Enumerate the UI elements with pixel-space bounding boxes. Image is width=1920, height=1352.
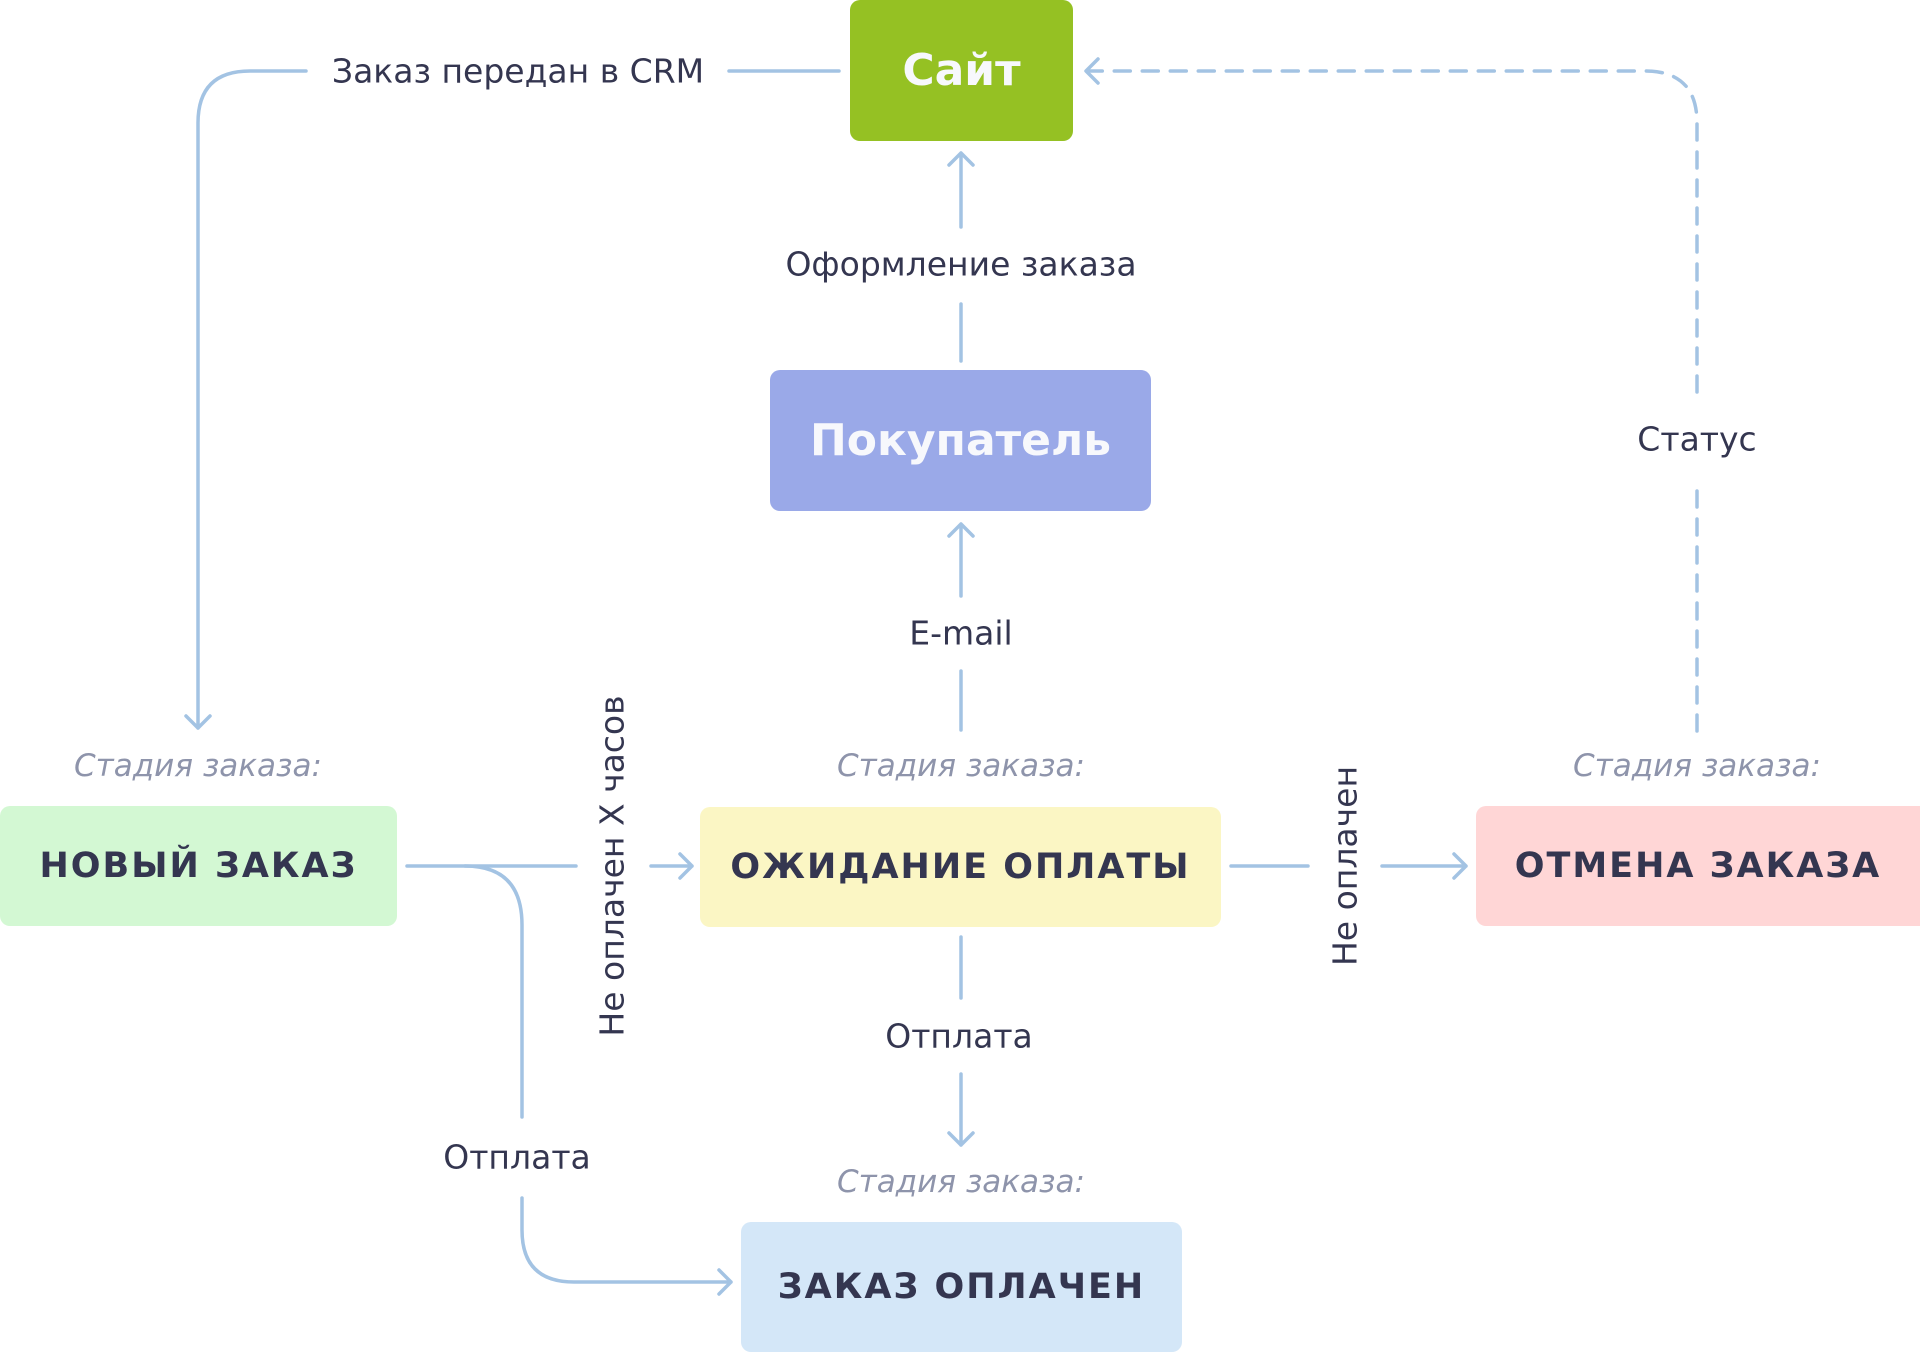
node-order-paid-label: ЗАКАЗ ОПЛАЧЕН [777, 1267, 1146, 1307]
node-buyer: Покупатель [770, 370, 1151, 511]
edge-label-email: E-mail [909, 613, 1013, 653]
node-awaiting-payment-label: ОЖИДАНИЕ ОПЛАТЫ [730, 847, 1191, 887]
node-awaiting-payment: ОЖИДАНИЕ ОПЛАТЫ [700, 807, 1221, 927]
node-new-order: НОВЫЙ ЗАКАЗ [0, 806, 397, 926]
edge-not-paid-x-hours-line [405, 852, 694, 880]
edge-label-to-crm: Заказ передан в CRM [331, 51, 705, 91]
edge-checkout-line [947, 151, 975, 363]
node-new-order-label: НОВЫЙ ЗАКАЗ [39, 846, 358, 886]
stage-label-new-order: Стадия заказа: [74, 748, 322, 784]
node-order-cancel-label: ОТМЕНА ЗАКАЗА [1514, 846, 1882, 886]
edge-payment-1-line [463, 864, 733, 1296]
node-site-label: Сайт [902, 45, 1021, 96]
node-order-paid: ЗАКАЗ ОПЛАЧЕН [741, 1222, 1182, 1352]
node-buyer-label: Покупатель [809, 415, 1112, 466]
edge-label-payment-1: Отплата [443, 1137, 591, 1177]
edge-status-line [1088, 69, 1699, 733]
node-order-cancel: ОТМЕНА ЗАКАЗА [1476, 806, 1920, 926]
edge-label-checkout: Оформление заказа [785, 244, 1137, 284]
edge-label-not-paid: Не оплачен [1325, 765, 1365, 967]
edge-label-not-paid-x-hours: Не оплачен X часов [592, 695, 632, 1037]
edge-to-crm-line [184, 69, 841, 730]
edge-status-arrowhead [1084, 57, 1100, 85]
edge-email-line [947, 522, 975, 732]
node-site: Сайт [850, 0, 1073, 141]
edge-label-payment-2: Отплата [885, 1016, 1033, 1056]
edge-payment-2-line [947, 935, 975, 1147]
stage-label-order-cancel: Стадия заказа: [1573, 748, 1821, 784]
stage-label-awaiting-payment: Стадия заказа: [837, 748, 1085, 784]
stage-label-order-paid: Стадия заказа: [837, 1164, 1085, 1200]
edge-not-paid-line [1229, 852, 1468, 880]
edge-label-status: Статус [1637, 419, 1757, 459]
